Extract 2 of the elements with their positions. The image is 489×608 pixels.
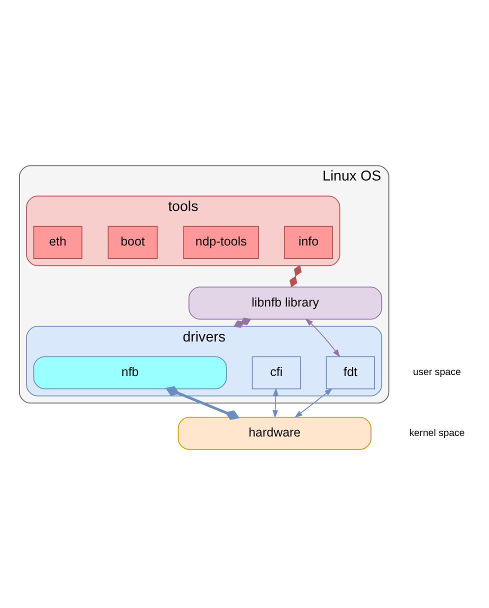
label: kernel space: [409, 428, 465, 439]
label: user space: [413, 367, 461, 378]
